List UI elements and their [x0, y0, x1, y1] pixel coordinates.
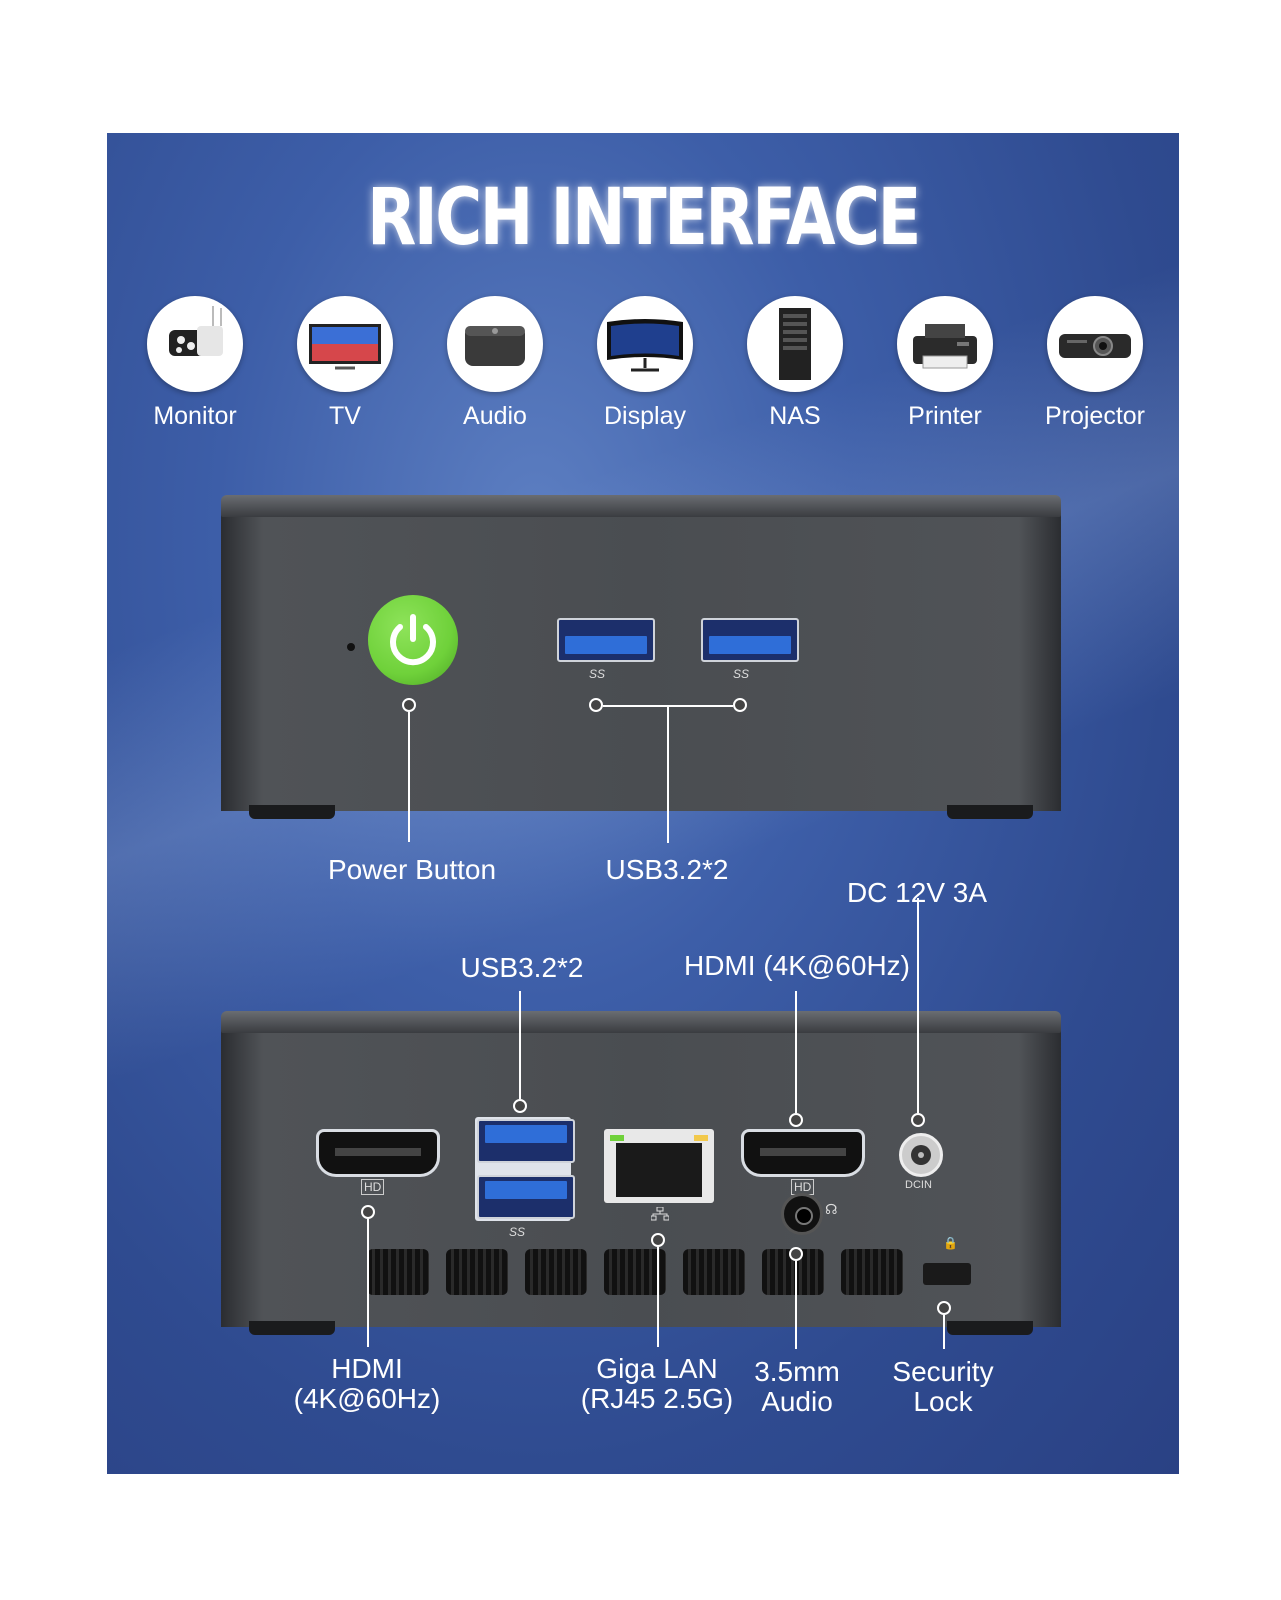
hdmi-port-right[interactable] [741, 1129, 865, 1177]
device-label: Projector [1044, 402, 1146, 430]
power-icon [390, 614, 436, 666]
nas-server-icon [747, 296, 843, 392]
front-usb-port-2[interactable] [701, 618, 799, 662]
hdmi-right-label: HDMI (4K@60Hz) [683, 950, 910, 981]
device-tv: TV [297, 296, 393, 431]
audio-jack[interactable] [781, 1193, 823, 1235]
rear-panel: HD SS HD ☊ DCIN [221, 1011, 1061, 1341]
device-display: Display [597, 296, 693, 431]
rear-usb-label: USB3.2*2 [460, 952, 584, 983]
vent [683, 1249, 745, 1295]
device-label: TV [329, 402, 361, 430]
device-label: Printer [908, 402, 982, 430]
vent [841, 1249, 903, 1295]
rear-usb-port-1[interactable] [477, 1119, 575, 1163]
device-label: Display [604, 402, 686, 430]
device-printer: Printer [897, 296, 993, 431]
security-camera-icon [147, 296, 243, 392]
front-usb-port-1[interactable] [557, 618, 655, 662]
display-icon [597, 296, 693, 392]
device-projector: Projector [1045, 296, 1145, 431]
lock-icon: 🔒 [943, 1236, 958, 1250]
front-usb-label: USB3.2*2 [605, 854, 729, 885]
front-panel: SS SS [221, 495, 1061, 825]
reset-pinhole [347, 643, 355, 651]
headphone-icon: ☊ [825, 1201, 838, 1217]
vent [525, 1249, 587, 1295]
speaker-icon [447, 296, 543, 392]
usb-ss-logo: SS [589, 667, 606, 681]
device-label: Audio [463, 402, 527, 430]
device-nas: NAS [747, 296, 843, 431]
power-button[interactable] [368, 595, 458, 685]
dc-label: DC 12V 3A [846, 877, 988, 908]
lan-port[interactable] [604, 1129, 714, 1203]
dcin-tag: DCIN [905, 1179, 932, 1191]
printer-icon [897, 296, 993, 392]
rear-usb-stack [475, 1117, 575, 1221]
security-lock-label: Security Lock [892, 1356, 994, 1417]
vent [367, 1249, 429, 1295]
page-title: RICH INTERFACE [367, 173, 921, 263]
projector-icon [1047, 296, 1143, 392]
rear-usb-port-2[interactable] [477, 1175, 575, 1219]
usb-ss-logo: SS [733, 667, 750, 681]
hdmi-logo: HD [361, 1179, 385, 1195]
device-monitor: Monitor [147, 296, 243, 431]
network-icon [651, 1207, 669, 1221]
hdmi-left-label: HDMI (4K@60Hz) [293, 1353, 441, 1414]
device-label: NAS [769, 402, 821, 430]
power-button-label: Power Button [327, 854, 497, 885]
dc-in-port[interactable] [899, 1133, 943, 1177]
product-panel: RICH INTERFACE Monitor TV Audio Display … [107, 133, 1179, 1474]
device-label: Monitor [153, 402, 237, 430]
vent [446, 1249, 508, 1295]
device-audio: Audio [447, 296, 543, 431]
lan-label: Giga LAN (RJ45 2.5G) [580, 1353, 734, 1414]
tv-icon [297, 296, 393, 392]
vent [604, 1249, 666, 1295]
hdmi-port-left[interactable] [316, 1129, 440, 1177]
audio-label: 3.5mm Audio [754, 1356, 840, 1417]
usb-ss-logo: SS [509, 1225, 526, 1239]
security-lock-slot[interactable] [923, 1263, 971, 1285]
